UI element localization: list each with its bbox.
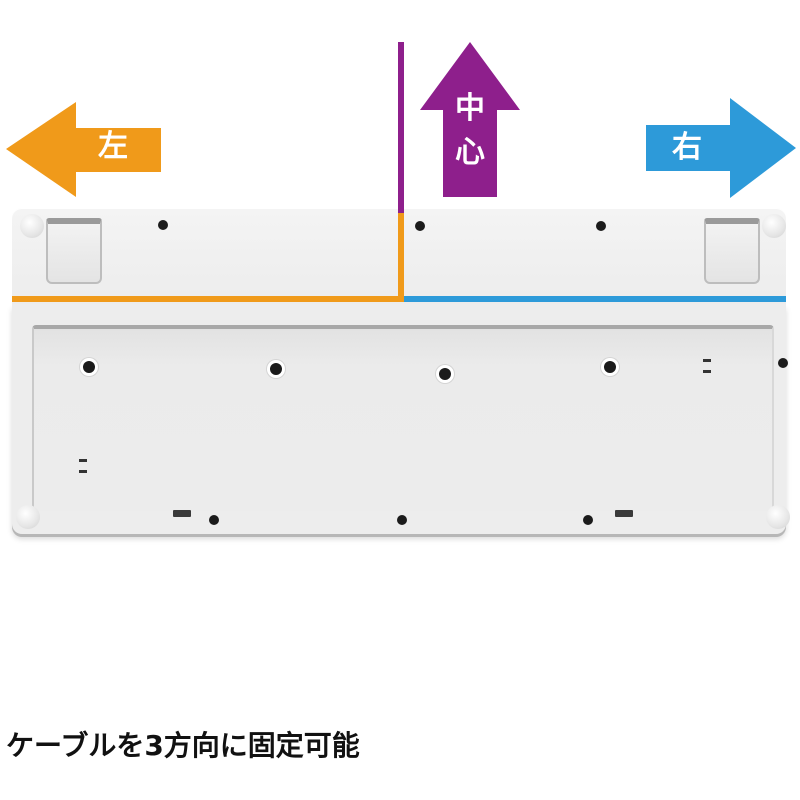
screw-hole [270, 363, 282, 375]
tilt-stand-right[interactable] [704, 218, 760, 284]
left-arrow: 左 [6, 102, 166, 197]
screw-hole [158, 220, 168, 230]
cable-route-left-vertical [398, 213, 404, 302]
screw-hole [778, 358, 788, 368]
right-arrow-label: 右 [672, 130, 702, 165]
screw-hole [439, 368, 451, 380]
keyboard-recessed-panel [32, 325, 774, 511]
arrow-right-icon [646, 98, 796, 198]
center-arrow-label-2: 心 [455, 135, 485, 170]
screw-hole [397, 515, 407, 525]
tilt-stand-left[interactable] [46, 218, 102, 284]
left-arrow-label: 左 [98, 129, 128, 164]
rubber-foot-bottom-left [16, 505, 40, 529]
screw-hole [209, 515, 219, 525]
arrow-left-icon [6, 102, 161, 197]
rubber-foot-bottom-right [766, 505, 790, 529]
right-arrow: 右 [646, 98, 796, 198]
screw-hole [604, 361, 616, 373]
vent-slot [79, 459, 87, 462]
caption-text: ケーブルを3方向に固定可能 [6, 729, 360, 762]
center-arrow: 中 心 [420, 42, 520, 197]
cable-route-right [404, 296, 786, 302]
screw-hole [596, 221, 606, 231]
rubber-foot-top-right [762, 214, 786, 238]
cable-route-center [398, 42, 404, 214]
center-arrow-label-1: 中 [455, 91, 485, 126]
vent-slot [703, 359, 711, 362]
cable-clip-slot [615, 510, 633, 517]
cable-clip-slot [173, 510, 191, 517]
vent-slot [79, 470, 87, 473]
screw-hole [415, 221, 425, 231]
screw-hole [83, 361, 95, 373]
screw-hole [583, 515, 593, 525]
vent-slot [703, 370, 711, 373]
cable-route-left [12, 296, 402, 302]
arrow-up-icon [420, 42, 520, 197]
rubber-foot-top-left [20, 214, 44, 238]
